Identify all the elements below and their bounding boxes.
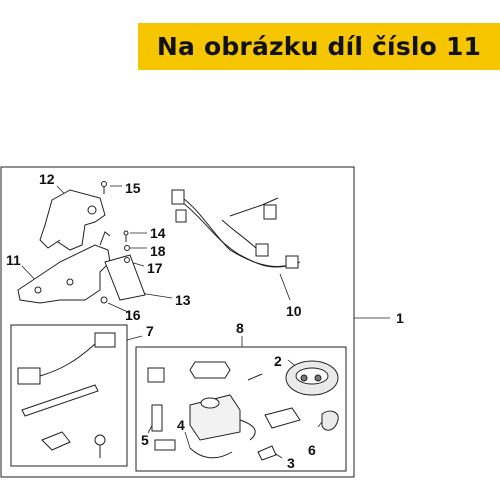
fasteners: [100, 181, 130, 304]
callout-labels: 1 2 3 4 5 6 7 8 10 11 12 13 14 15 16 17 …: [6, 171, 404, 471]
callout-10: 10: [286, 303, 302, 319]
bracket-12: [39, 189, 106, 251]
title-banner: Na obrázku díl číslo 11: [138, 23, 500, 70]
callout-12: 12: [39, 171, 55, 187]
callout-3: 3: [287, 455, 295, 471]
kit-8-box: [135, 346, 347, 472]
callout-6: 6: [308, 442, 316, 458]
callout-2: 2: [274, 353, 282, 369]
callout-14: 14: [150, 225, 166, 241]
plate-13: [104, 254, 146, 301]
callout-16: 16: [125, 307, 141, 323]
kit-7-box: [10, 324, 128, 467]
callout-4: 4: [177, 417, 185, 433]
bracket-11: [17, 231, 111, 304]
callout-17: 17: [147, 260, 163, 276]
callout-7: 7: [146, 323, 154, 339]
callout-11: 11: [6, 252, 21, 268]
callout-15: 15: [125, 180, 141, 196]
wire-harness-10: [171, 189, 301, 269]
callout-5: 5: [141, 432, 149, 448]
callout-18: 18: [150, 243, 166, 259]
kit-7-contents: [17, 332, 116, 458]
callout-13: 13: [175, 292, 191, 308]
banner-title: Na obrázku díl číslo 11: [156, 32, 482, 61]
callout-1: 1: [396, 310, 404, 326]
callout-8: 8: [236, 320, 244, 336]
main-frame: [0, 166, 355, 478]
kit-8-contents: [147, 360, 339, 461]
